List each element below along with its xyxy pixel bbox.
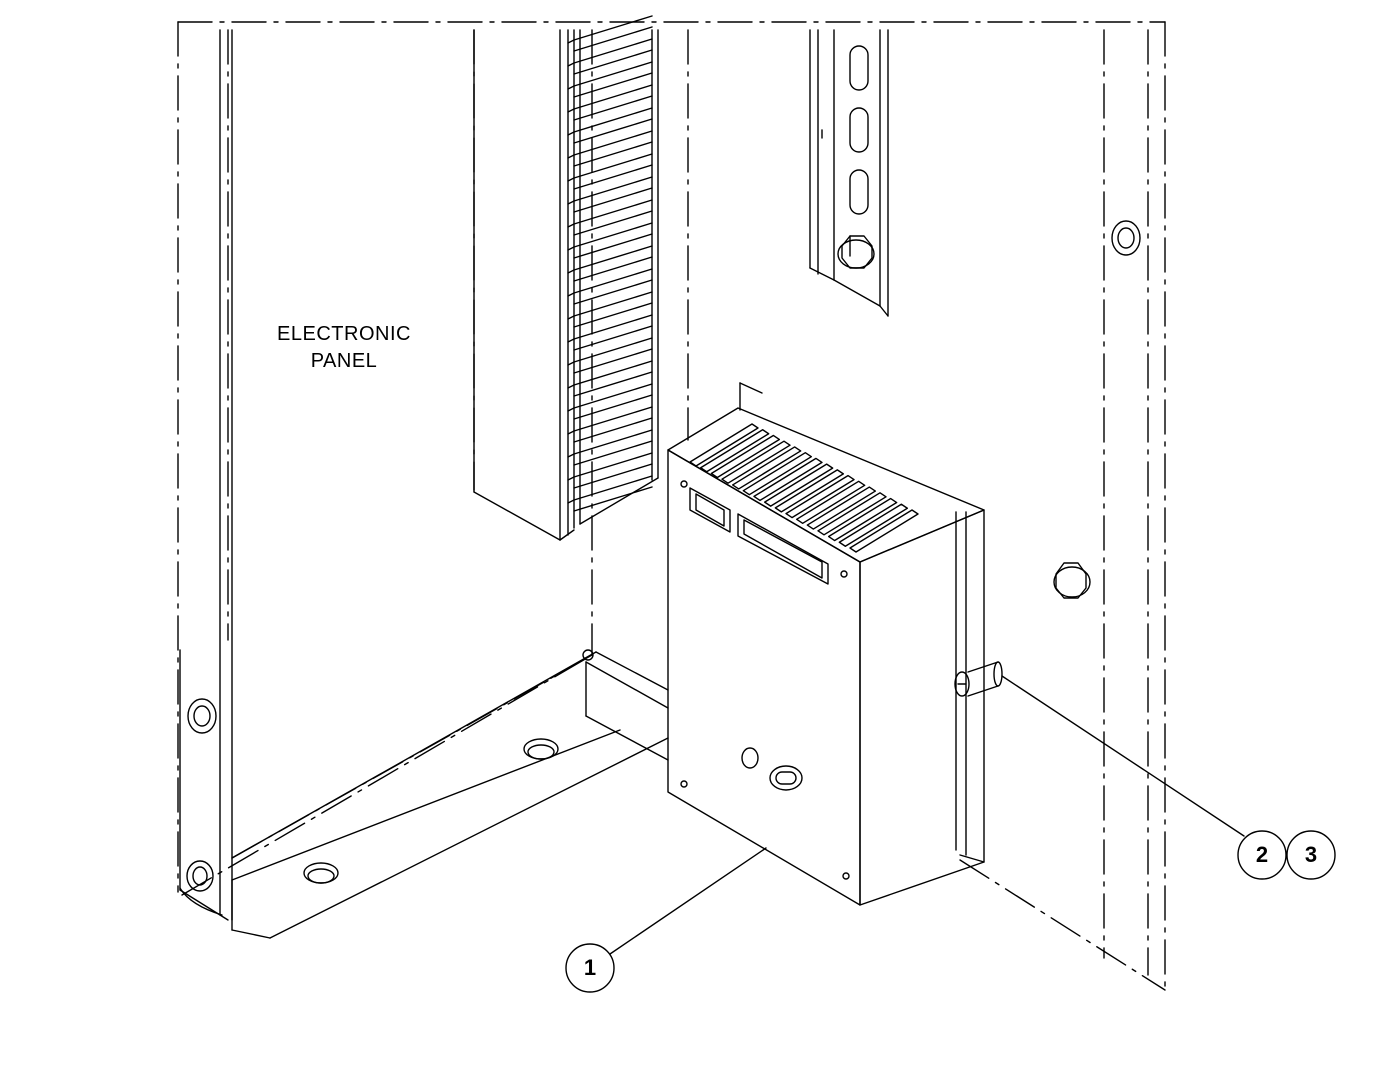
power-supply-corner-holes xyxy=(680,480,850,880)
duct-slot xyxy=(567,314,653,351)
vent-slot xyxy=(753,457,823,502)
vent-slot xyxy=(849,509,919,553)
duct-slot xyxy=(567,406,653,443)
duct-slot xyxy=(567,107,653,144)
duct-slot xyxy=(567,245,653,282)
callout-number-3: 3 xyxy=(1304,842,1318,867)
din-rail xyxy=(809,29,889,317)
din-rail-bolt xyxy=(837,235,875,269)
duct-slot xyxy=(567,360,653,397)
duct-slot xyxy=(567,38,653,75)
duct-slot xyxy=(567,61,653,98)
duct-slot xyxy=(567,383,653,420)
duct-slot xyxy=(567,153,653,190)
din-rail-slot-1 xyxy=(849,45,869,91)
vent-slot xyxy=(806,486,877,530)
vent-slot xyxy=(699,429,770,473)
left-frame-member xyxy=(179,29,233,921)
callout-number-1: 1 xyxy=(583,955,597,980)
vent-slot xyxy=(763,463,834,507)
power-supply-connector-small xyxy=(689,487,731,533)
vent-slot xyxy=(838,503,909,547)
callout-balloon-1 xyxy=(565,943,615,993)
bottom-channel xyxy=(231,649,669,939)
duct-slot xyxy=(567,429,653,466)
duct-slot xyxy=(567,199,653,236)
leader-line-1 xyxy=(609,847,767,955)
right-wall-bolt xyxy=(1053,562,1091,599)
vent-slot xyxy=(827,497,898,542)
power-supply-module xyxy=(667,382,985,906)
vent-slot xyxy=(721,440,791,484)
vent-slot xyxy=(742,451,813,496)
vent-slot xyxy=(785,474,855,519)
duct-slot xyxy=(567,452,653,489)
duct-slot xyxy=(567,337,653,374)
vent-slot xyxy=(689,423,759,467)
duct-slot xyxy=(567,176,653,213)
power-supply-connector-large xyxy=(737,513,829,585)
duct-slot xyxy=(567,475,653,512)
duct-slot xyxy=(567,15,653,52)
vent-slot xyxy=(710,434,781,479)
vent-slot xyxy=(795,480,866,525)
power-supply-front-holes xyxy=(741,747,803,791)
panel-label-line1: ELECTRONIC xyxy=(277,323,411,345)
wire-duct xyxy=(473,29,659,541)
duct-slot xyxy=(567,222,653,259)
callout-balloon-3 xyxy=(1286,830,1336,880)
mounting-screw xyxy=(954,661,1003,697)
callout-number-2: 2 xyxy=(1255,842,1269,867)
vent-slot xyxy=(817,492,887,536)
duct-slot xyxy=(567,84,653,121)
vent-slot xyxy=(774,469,845,513)
channel-hole-right xyxy=(523,738,559,760)
din-rail-slot-2 xyxy=(849,107,869,153)
panel-label-line2: PANEL xyxy=(310,350,378,372)
left-frame-washer-top xyxy=(187,698,217,734)
wire-duct-slots xyxy=(567,15,653,512)
channel-hole-left xyxy=(303,862,339,884)
vent-slot xyxy=(731,446,802,490)
duct-slot xyxy=(567,130,653,167)
leader-line-2-3 xyxy=(1001,675,1245,837)
right-wall-washer xyxy=(1111,220,1141,256)
left-frame-washer-bottom xyxy=(186,860,214,892)
callout-balloon-2 xyxy=(1237,830,1287,880)
power-supply-vent-slots xyxy=(689,423,919,553)
duct-slot xyxy=(567,291,653,328)
duct-slot xyxy=(567,268,653,305)
din-rail-slot-3 xyxy=(849,169,869,215)
enclosure-phantom-lines xyxy=(177,21,1166,991)
